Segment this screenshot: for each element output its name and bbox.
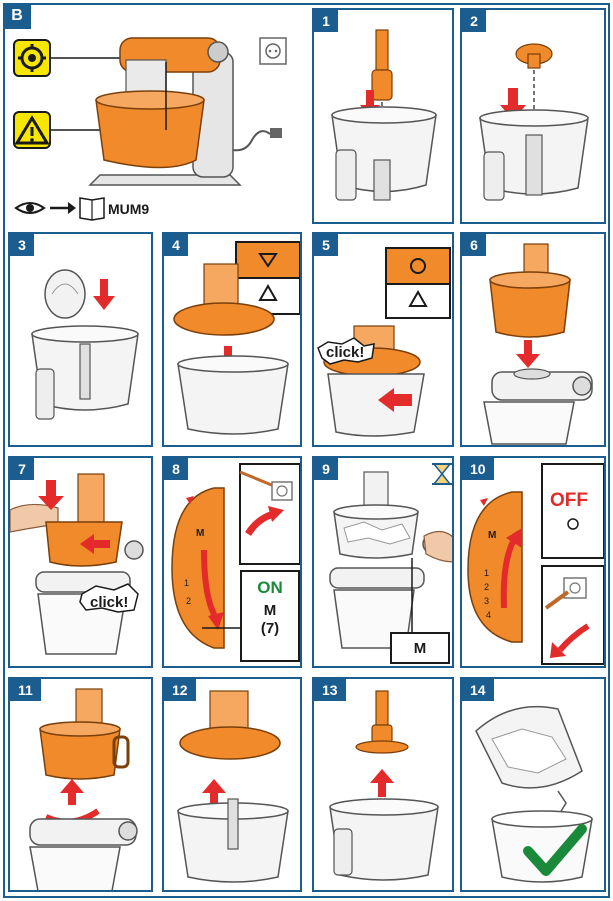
step-panel-4: 4 xyxy=(162,232,302,447)
checkmark-icon xyxy=(523,824,587,876)
step-panel-7: 7 click! xyxy=(8,456,153,668)
step-number: 14 xyxy=(462,679,494,701)
unlock-icon xyxy=(235,241,300,315)
step-number: 12 xyxy=(164,679,196,701)
mode-label: M xyxy=(263,602,277,619)
eye-icon xyxy=(14,202,46,214)
mode-label: M xyxy=(413,640,427,657)
gear-icon xyxy=(13,39,51,77)
step-number: 3 xyxy=(10,234,34,256)
step-panel-14: 14 xyxy=(460,677,606,892)
step-panel-8: 8 M 1 2 ON M (7) xyxy=(162,456,302,668)
svg-text:4: 4 xyxy=(486,610,491,620)
step-number: 2 xyxy=(462,10,486,32)
step-number: 4 xyxy=(164,234,188,256)
overview-area: MUM9 xyxy=(8,30,306,225)
step-number: 5 xyxy=(314,234,338,256)
click-callout: click! xyxy=(326,344,365,361)
warning-icon xyxy=(13,111,51,149)
model-label: MUM9 xyxy=(108,201,150,217)
click-callout: click! xyxy=(90,594,129,611)
instruction-frame xyxy=(3,3,610,898)
step-panel-13: 13 xyxy=(312,677,454,892)
step-number: 1 xyxy=(314,10,338,32)
svg-text:M: M xyxy=(488,530,496,541)
step-number: 10 xyxy=(462,458,494,480)
step-panel-11: 11 xyxy=(8,677,153,892)
off-label: OFF xyxy=(550,490,588,511)
on-indicator-box: ON M (7) xyxy=(240,570,300,662)
step-panel-6: 6 xyxy=(460,232,606,447)
step-number: 6 xyxy=(462,234,486,256)
lock-icon xyxy=(385,247,451,319)
step-panel-3: 3 xyxy=(8,232,153,447)
hourglass-icon xyxy=(432,463,452,485)
section-tag: B xyxy=(3,3,31,29)
step-panel-9: 9 M xyxy=(312,456,454,668)
step-number: 9 xyxy=(314,458,338,480)
step-number: 8 xyxy=(164,458,188,480)
speed-label: (7) xyxy=(260,620,280,637)
on-label: ON xyxy=(257,578,283,597)
step-number: 11 xyxy=(10,679,41,701)
step-panel-10: 10 M 1 2 3 4 OFF xyxy=(460,456,606,668)
step-panel-5: 5 click! xyxy=(312,232,454,447)
svg-text:1: 1 xyxy=(484,568,489,578)
svg-text:2: 2 xyxy=(186,596,191,606)
svg-text:3: 3 xyxy=(484,596,489,606)
step-number: 13 xyxy=(314,679,346,701)
step-panel-1: 1 xyxy=(312,8,454,224)
svg-text:2: 2 xyxy=(484,582,489,592)
book-icon xyxy=(79,197,105,221)
step-number: 7 xyxy=(10,458,34,480)
mode-indicator-box: M xyxy=(390,632,450,664)
step-panel-2: 2 xyxy=(460,8,606,224)
socket-icon xyxy=(259,37,287,65)
svg-text:1: 1 xyxy=(184,578,189,588)
svg-text:M: M xyxy=(196,528,204,539)
step-panel-12: 12 xyxy=(162,677,302,892)
